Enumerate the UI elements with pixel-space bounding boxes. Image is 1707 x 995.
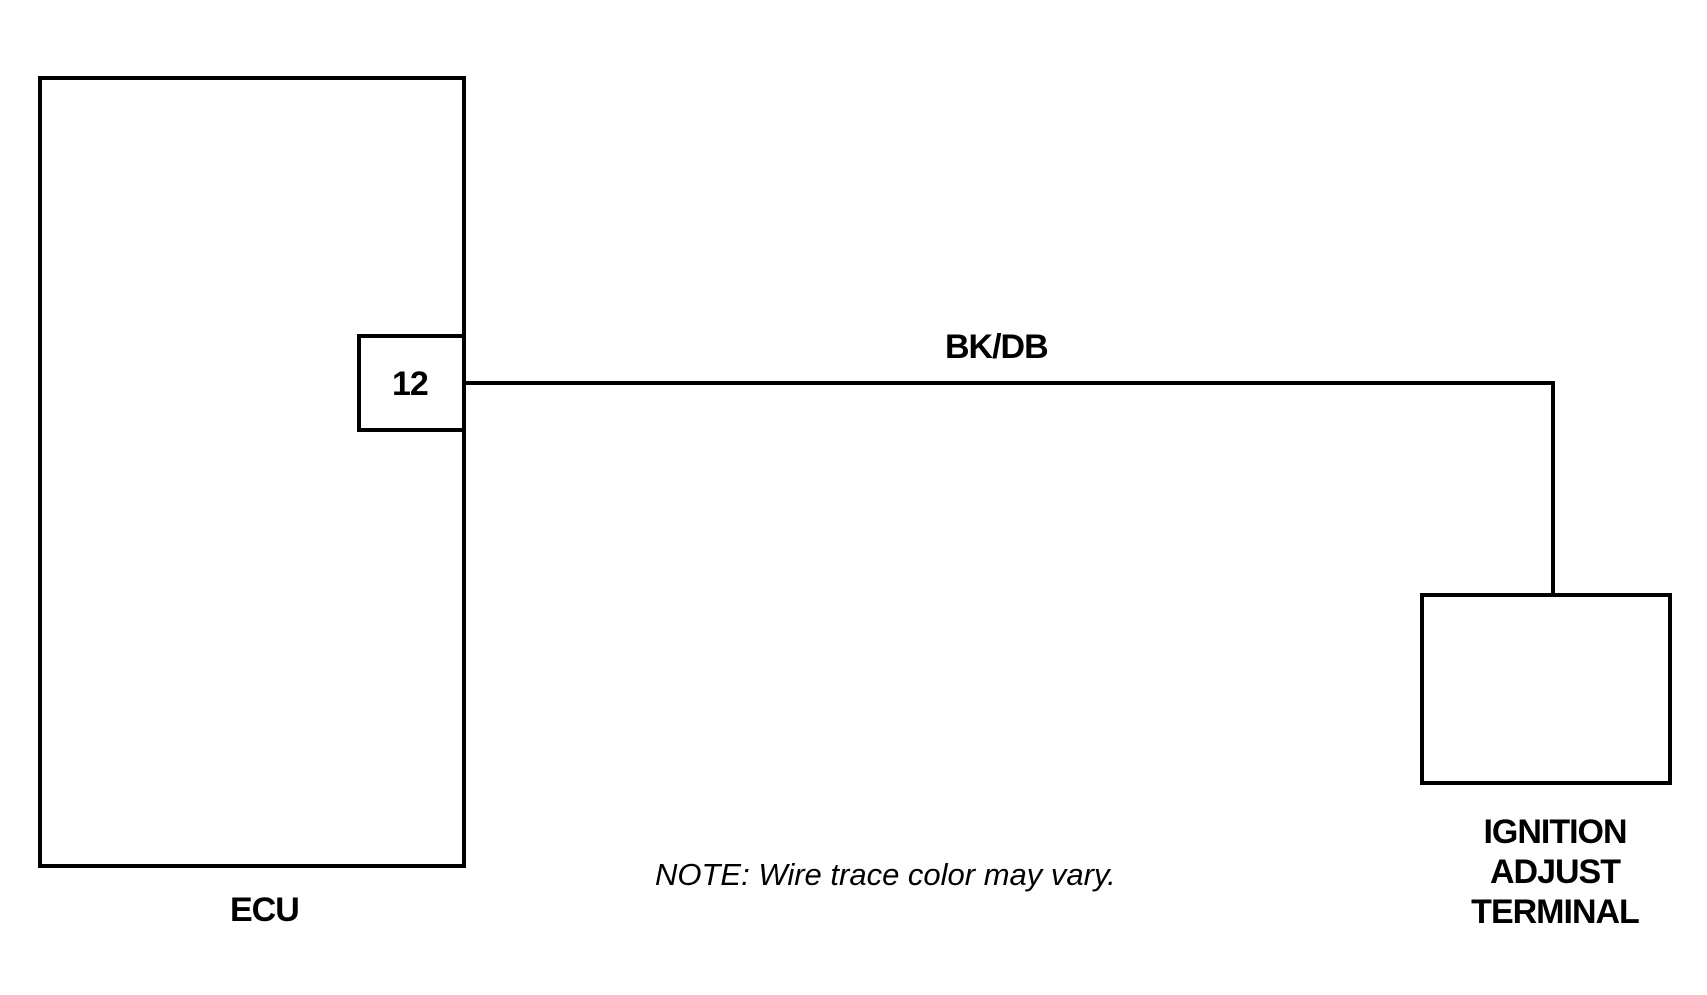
pin-12-connector-box bbox=[357, 334, 466, 432]
note-text: NOTE: Wire trace color may vary. bbox=[655, 857, 1116, 892]
ignition-adjust-terminal-label: IGNITION ADJUST TERMINAL bbox=[1455, 812, 1655, 932]
pin-number-label: 12 bbox=[392, 365, 429, 403]
ignition-adjust-terminal-box bbox=[1420, 593, 1672, 785]
ecu-label: ECU bbox=[230, 891, 300, 929]
ecu-box bbox=[38, 76, 466, 868]
terminal-label-line-3: TERMINAL bbox=[1471, 893, 1640, 931]
terminal-label-line-1: IGNITION bbox=[1483, 813, 1627, 851]
terminal-label-line-2: ADJUST bbox=[1489, 853, 1621, 891]
bk-db-wire bbox=[464, 381, 1555, 595]
wire-color-label: BK/DB bbox=[945, 328, 1049, 366]
